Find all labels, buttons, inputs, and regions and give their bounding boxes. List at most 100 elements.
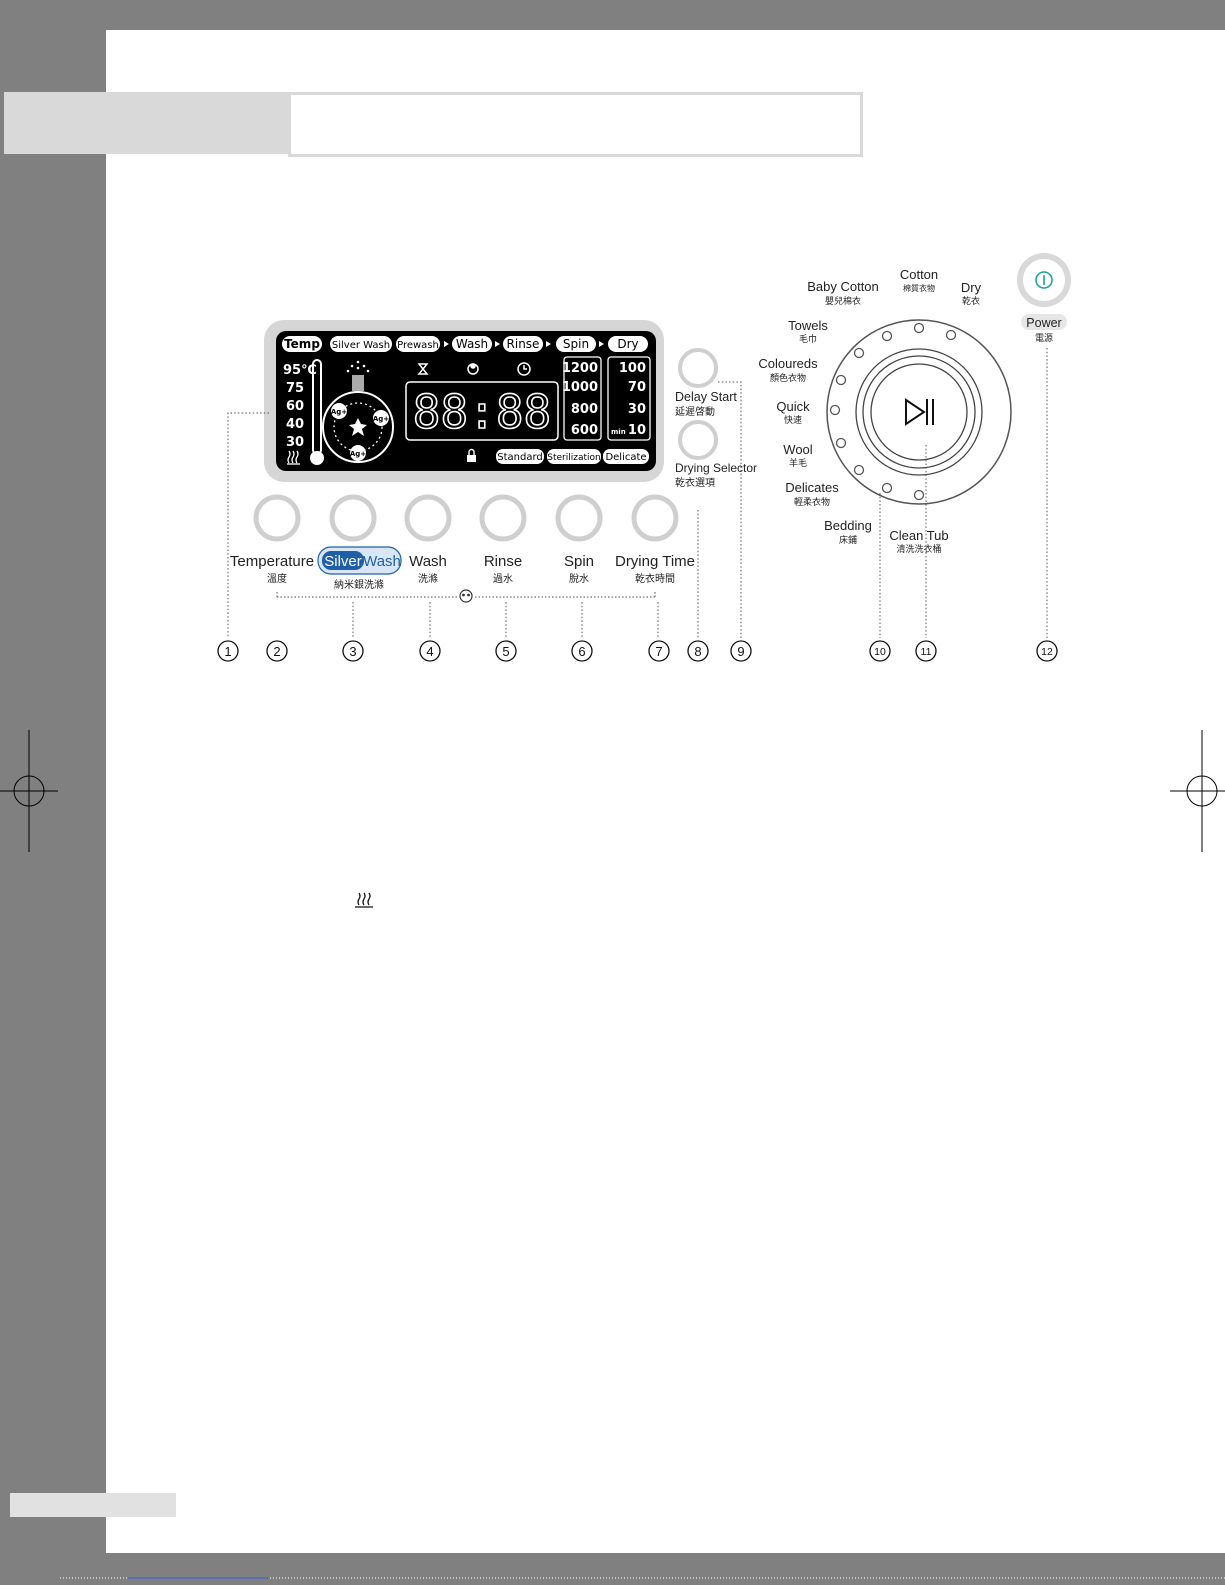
indicator-baby-cotton <box>881 330 893 342</box>
svg-text:快速: 快速 <box>784 414 802 425</box>
indicator-delicates <box>853 464 865 476</box>
indicator-clean-tub <box>913 489 925 501</box>
spin-800: 800 <box>571 402 598 417</box>
program-clean-tub: Clean Tub <box>889 528 948 543</box>
status-label-dry: Dry <box>617 337 638 351</box>
digit-window <box>405 381 559 441</box>
rinse-button[interactable] <box>479 494 527 542</box>
program-delicates: Delicates <box>785 480 839 495</box>
temp-30: 30 <box>286 435 304 450</box>
silver-wash-button[interactable] <box>329 494 377 542</box>
program-dry: Dry <box>961 280 982 295</box>
status-row: Temp Silver Wash Prewash Wash Rinse Spin… <box>282 336 648 352</box>
indicator-quick <box>829 404 841 416</box>
dry-time-box <box>607 356 651 441</box>
play-pause-icon <box>905 398 934 426</box>
power-icon <box>1035 271 1053 289</box>
callouts <box>217 640 1058 662</box>
callout-11 <box>915 640 937 662</box>
silver-ion-badge <box>331 403 347 419</box>
dry-min-label: min <box>611 428 626 436</box>
temp-60: 60 <box>286 399 304 414</box>
spin-1200: 1200 <box>562 361 598 376</box>
time-indicators <box>417 362 531 376</box>
delay-start-sub: 延遲啓動 <box>675 405 715 418</box>
status-label-silver-wash: Silver Wash <box>332 340 390 351</box>
mode-pill-sterilization <box>547 449 601 464</box>
page-frame-top <box>60 0 1225 30</box>
arrow-icon <box>599 341 604 347</box>
svg-text:4: 4 <box>426 644 433 659</box>
spin-600: 600 <box>571 423 598 438</box>
registration-mark-left <box>0 730 58 852</box>
start-pause-button[interactable] <box>870 363 968 461</box>
callout-2 <box>266 640 288 662</box>
indicator-bedding <box>881 482 893 494</box>
status-pill-temp <box>282 336 322 352</box>
mode-standard: Standard <box>497 452 543 463</box>
svg-text:7: 7 <box>655 644 662 659</box>
temperature-button[interactable] <box>253 494 301 542</box>
thermometer-icon <box>310 359 324 465</box>
indicator-coloureds <box>835 374 847 386</box>
svg-text:10: 10 <box>874 646 886 658</box>
power-sub: 電源 <box>1035 333 1053 344</box>
wash-sub: 洗滌 <box>418 572 438 585</box>
header-band <box>4 92 289 154</box>
svg-text:5: 5 <box>502 644 509 659</box>
svg-text:8: 8 <box>694 644 701 659</box>
drying-time-button[interactable] <box>631 494 679 542</box>
status-pill-rinse <box>503 336 543 352</box>
silver-wash-graphic: Ag+ Ag+ Ag+ <box>322 360 394 463</box>
registration-mark-right <box>1170 730 1225 852</box>
program-quick: Quick <box>776 399 810 414</box>
hourglass-icon <box>417 363 429 375</box>
status-label-temp: Temp <box>284 337 320 351</box>
status-pill-spin <box>556 336 596 352</box>
option-buttons <box>253 494 679 542</box>
drying-time-sub: 乾衣時間 <box>635 572 675 585</box>
svg-text:清洗洗衣桶: 清洗洗衣桶 <box>896 543 941 554</box>
status-pill-prewash <box>396 336 440 352</box>
rinse-label: Rinse <box>484 553 522 570</box>
status-pill-dry <box>608 336 648 352</box>
svg-text:乾衣: 乾衣 <box>962 295 980 306</box>
program-baby-cotton: Baby Cotton <box>807 279 879 294</box>
spin-button[interactable] <box>555 494 603 542</box>
dry-70: 70 <box>628 380 646 395</box>
indicator-cotton <box>913 322 925 334</box>
svg-text:Ag+: Ag+ <box>350 450 366 458</box>
silver-wash-label-a: Silver <box>324 553 362 570</box>
option-labels: Temperature 溫度 Silver Wash 納米銀洗滌 Wash 洗滌… <box>230 546 695 591</box>
wash-button[interactable] <box>404 494 452 542</box>
program-cotton: Cotton <box>900 267 938 282</box>
status-label-prewash: Prewash <box>397 340 439 351</box>
svg-text:11: 11 <box>921 646 932 658</box>
delay-start-button[interactable] <box>678 348 718 388</box>
temperature-label: Temperature <box>230 553 314 570</box>
callout-7 <box>648 640 670 662</box>
dry-100: 100 <box>619 361 646 376</box>
callout-5 <box>495 640 517 662</box>
temperature-sub: 溫度 <box>267 572 287 585</box>
spin-label: Spin <box>564 553 594 570</box>
callout-4 <box>419 640 441 662</box>
status-label-wash: Wash <box>456 337 488 351</box>
temp-40: 40 <box>286 417 304 432</box>
temp-75: 75 <box>286 381 304 396</box>
drying-selector-label: Drying Selector <box>675 461 757 475</box>
child-lock-icon <box>459 589 473 603</box>
header-title-box <box>288 92 863 157</box>
callout-6 <box>571 640 593 662</box>
spin-sub: 脫水 <box>569 573 589 585</box>
power-label: Power <box>1026 316 1061 330</box>
callout-3 <box>342 640 364 662</box>
drying-selector-button[interactable] <box>678 420 718 460</box>
svg-text:棉質衣物: 棉質衣物 <box>903 283 935 293</box>
silver-wash-sub: 納米銀洗滌 <box>334 578 384 591</box>
silver-ion-badge <box>373 410 389 426</box>
callout-9 <box>730 640 752 662</box>
child-lock-bracket <box>276 592 656 598</box>
drying-time-label: Drying Time <box>615 553 695 570</box>
